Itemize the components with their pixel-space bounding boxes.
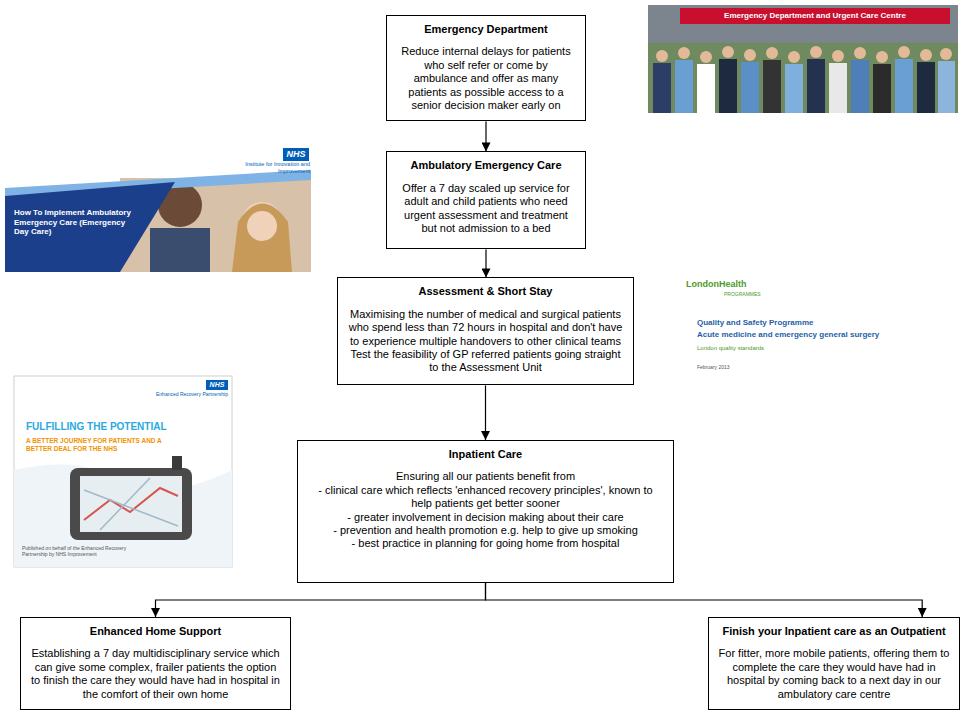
body <box>851 60 869 113</box>
er-booklet <box>14 376 232 567</box>
head <box>920 49 932 61</box>
box-text: Test the feasibility of GP referred pati… <box>347 348 624 375</box>
head <box>940 48 952 60</box>
booklet-title: How To Implement Ambulatory Emergency Ca… <box>14 208 132 237</box>
body <box>741 62 759 113</box>
box-text: - clinical care which reflects 'enhanced… <box>307 484 664 511</box>
trees <box>648 43 958 113</box>
booklet-page <box>14 376 232 567</box>
box-text: - greater involvement in decision making… <box>307 511 664 524</box>
booklet-cover-panel <box>5 182 175 272</box>
body <box>653 63 671 113</box>
head <box>810 46 822 58</box>
patient-face <box>247 211 277 241</box>
box-heading: Finish your Inpatient care as an Outpati… <box>718 625 950 638</box>
head <box>854 47 866 59</box>
flow-arrow <box>485 121 486 151</box>
nhs-logo: NHS <box>283 148 309 161</box>
lhp-cover <box>680 272 950 380</box>
head <box>700 51 712 63</box>
box-heading: Emergency Department <box>396 23 576 36</box>
flow-arrow <box>156 583 486 617</box>
logo-wordmark: LondonHealth <box>686 279 776 290</box>
booklet-imprint: Published on behalf of the Enhanced Reco… <box>22 545 152 557</box>
staff-photo <box>648 5 958 113</box>
box-text: Offer a 7 day scaled up service for adul… <box>396 182 576 236</box>
head <box>788 51 800 63</box>
box-text: Establishing a 7 day multidisciplinary s… <box>30 647 281 701</box>
head <box>656 50 668 62</box>
booklet-subtitle: A BETTER JOURNEY FOR PATIENTS AND A BETT… <box>26 437 176 453</box>
cover-title: Quality and Safety Programme <box>697 318 927 328</box>
cover-note: London quality standards <box>697 345 897 352</box>
body <box>895 59 913 113</box>
building-facade <box>648 5 958 43</box>
photo-ground <box>648 5 958 113</box>
body <box>938 61 955 113</box>
body <box>785 64 803 113</box>
satnav-device <box>70 468 192 540</box>
box-text: Maximising the number of medical and sur… <box>347 308 624 348</box>
box-text: Reduce internal delays for patients who … <box>396 45 576 112</box>
body <box>829 63 847 113</box>
nhs-logo: NHS <box>206 380 228 390</box>
publisher-name: Institute for Innovation and Improvement <box>222 161 310 174</box>
body <box>697 64 715 113</box>
publisher-name: Enhanced Recovery Partnership <box>150 391 228 397</box>
box-text: For fitter, more mobile patients, offeri… <box>718 647 950 701</box>
flow-arrow <box>485 249 486 277</box>
box-heading: Assessment & Short Stay <box>347 285 624 298</box>
body <box>719 59 737 113</box>
cover-date: February 2013 <box>697 364 797 370</box>
aec-booklet <box>5 147 311 272</box>
box-heading: Ambulatory Emergency Care <box>396 159 576 172</box>
satnav-roads <box>84 478 178 530</box>
process-box: Inpatient CareEnsuring all our patients … <box>297 440 674 583</box>
process-box: Enhanced Home SupportEstablishing a 7 da… <box>20 617 291 710</box>
cover-page <box>680 272 950 380</box>
booklet-page <box>5 147 311 272</box>
head <box>898 46 910 58</box>
booklet-title: FULFILLING THE POTENTIAL <box>26 421 226 433</box>
box-text: - prevention and health promotion e.g. h… <box>307 524 664 537</box>
satnav-mount <box>172 456 182 470</box>
process-box: Finish your Inpatient care as an Outpati… <box>708 617 960 710</box>
body <box>763 60 781 113</box>
satnav-route <box>84 488 178 520</box>
body <box>873 64 891 113</box>
head <box>678 47 690 59</box>
sign-text: Emergency Department and Urgent Care Cen… <box>682 11 948 21</box>
body <box>807 59 825 113</box>
bodies <box>653 59 955 113</box>
body <box>675 60 693 113</box>
head <box>766 47 778 59</box>
flow-arrow <box>486 583 923 617</box>
head <box>876 51 888 63</box>
process-box: Ambulatory Emergency CareOffer a 7 day s… <box>386 151 586 249</box>
satnav-screen <box>80 476 182 532</box>
box-heading: Inpatient Care <box>307 448 664 461</box>
flow-arrow <box>485 385 486 440</box>
head <box>744 49 756 61</box>
box-text: Ensuring all our patients benefit from <box>307 470 664 483</box>
head <box>832 50 844 62</box>
head <box>722 46 734 58</box>
cover-subtitle: Acute medicine and emergency general sur… <box>697 330 947 340</box>
logo-subtitle: PROGRAMMES <box>724 291 784 297</box>
process-box: Assessment & Short StayMaximising the nu… <box>337 277 634 385</box>
clinician-body <box>150 228 210 272</box>
box-text: - best practice in planning for going ho… <box>307 537 664 550</box>
body <box>917 62 935 113</box>
booklet-wave <box>14 464 232 567</box>
patient-hair <box>232 204 292 273</box>
process-box: Emergency DepartmentReduce internal dela… <box>386 15 586 121</box>
hospital-sign <box>680 8 950 24</box>
box-heading: Enhanced Home Support <box>30 625 281 638</box>
